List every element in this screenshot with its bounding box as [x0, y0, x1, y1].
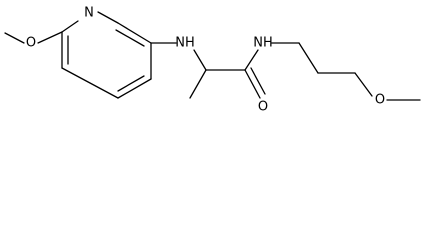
bond-ring-c2-c3	[117, 22, 152, 44]
atom-n-pyridine: N	[84, 6, 94, 21]
bond-carbonyl-nh	[244, 49, 259, 71]
bond-o-ring	[37, 31, 63, 44]
bond-ring-c5-c6	[61, 67, 119, 99]
bond-ring-n-c2	[97, 11, 119, 24]
atom-o-carbonyl: O	[258, 100, 268, 115]
bonds	[4, 11, 421, 101]
atom-n-amine: NH	[175, 36, 195, 51]
atom-o-methoxy-left: O	[26, 36, 36, 51]
bond-ring-c6-n	[61, 20, 79, 33]
atom-n-amide: NH	[253, 36, 273, 51]
bond-ring-double-3	[117, 75, 145, 92]
structure-canvas: O N NH NH O O	[4, 6, 421, 115]
bond-carbonyl-o-2	[250, 67, 266, 95]
bond-calpha-methyl	[189, 69, 207, 99]
atom-labels: O N NH NH O O	[26, 6, 385, 115]
bond-nh-calpha	[193, 49, 207, 71]
bond-chain-1	[298, 42, 319, 74]
bond-chain-3	[354, 72, 373, 97]
bond-ring-c4-c5	[117, 78, 152, 99]
bond-methyl-o-left	[4, 32, 25, 44]
bond-carbonyl-o-1	[244, 69, 261, 99]
atom-o-methoxy-right: O	[375, 93, 385, 108]
bond-ring-double-2	[115, 29, 145, 47]
